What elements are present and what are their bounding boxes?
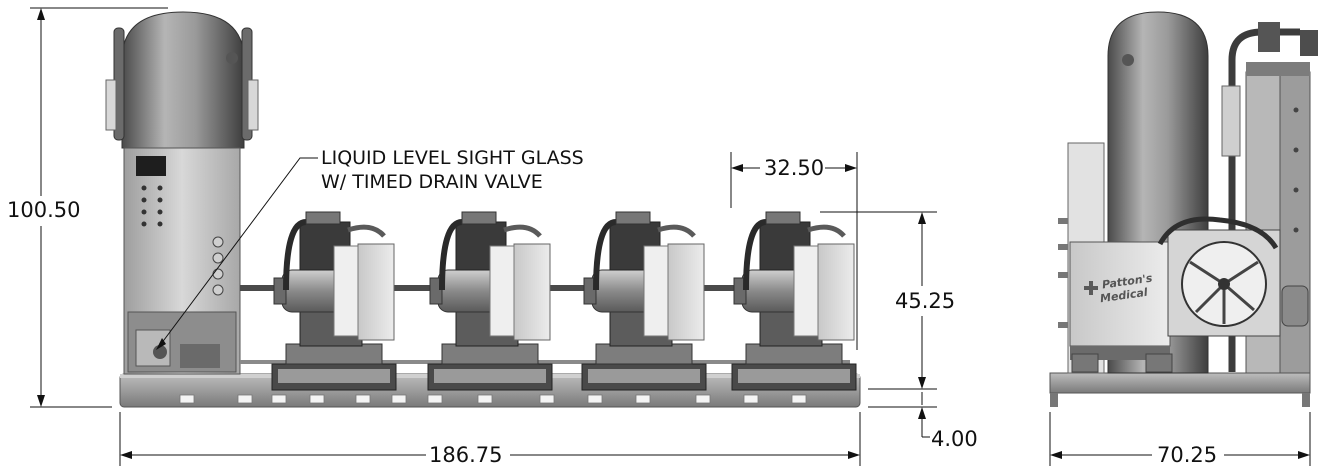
overall-height-label: 100.50 bbox=[6, 198, 82, 222]
base-height-label: 4.00 bbox=[930, 427, 979, 451]
compressor-module bbox=[581, 211, 707, 391]
front-view bbox=[105, 11, 861, 408]
compressor-module bbox=[731, 211, 857, 391]
sight-glass-callout-line1: LIQUID LEVEL SIGHT GLASS bbox=[321, 147, 584, 169]
side-base-skid bbox=[1049, 372, 1311, 407]
overall-length-label: 186.75 bbox=[428, 443, 504, 467]
side-compressor-enclosure bbox=[1069, 216, 1309, 373]
compressor-module bbox=[427, 211, 553, 391]
side-view bbox=[1049, 11, 1318, 407]
compressor-module bbox=[271, 211, 397, 391]
patton-logo-icon bbox=[1084, 281, 1098, 295]
sight-glass-callout-line2: W/ TIMED DRAIN VALVE bbox=[321, 171, 543, 193]
compressor-height-label: 45.25 bbox=[894, 289, 957, 313]
module-width-label: 32.50 bbox=[763, 156, 826, 180]
control-panel-cabinet bbox=[123, 147, 241, 375]
dimension-lines bbox=[30, 7, 1311, 466]
dimension-arrowheads bbox=[37, 8, 1310, 459]
receiver-tank bbox=[105, 11, 259, 149]
side-depth-label: 70.25 bbox=[1156, 443, 1219, 467]
valve-assembly bbox=[1221, 22, 1318, 372]
